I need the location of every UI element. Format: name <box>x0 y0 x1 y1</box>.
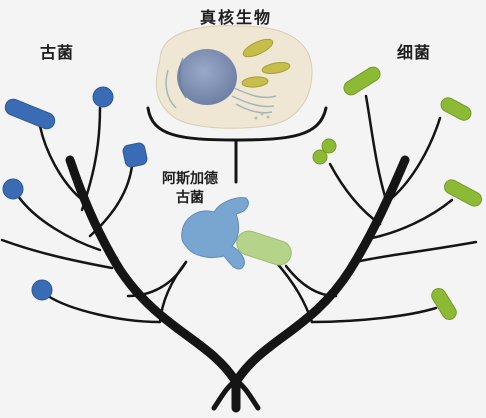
archaea-rod-cell <box>4 98 56 130</box>
bacteria-rod-cell <box>440 97 472 121</box>
mitochondrion <box>241 38 291 88</box>
archaea-cells <box>2 86 148 301</box>
archaea-coccus-cell <box>92 86 114 108</box>
asgard-label-line1: 阿斯加德 <box>162 171 218 187</box>
asgard-green-bacterium <box>236 230 292 266</box>
bacteria-coccus-cell <box>321 138 337 154</box>
vesicles <box>254 112 270 120</box>
tree-trunk <box>65 155 410 413</box>
bacteria-rod-cell <box>343 66 381 96</box>
archaea-coccus-cell <box>2 178 24 200</box>
archaea-label: 古菌 <box>40 43 75 62</box>
bacteria-label: 细菌 <box>397 43 432 62</box>
archaea-square-cell <box>122 142 148 168</box>
nucleus <box>177 49 237 105</box>
bacteria-cells <box>312 66 482 320</box>
archaea-branches <box>0 106 188 324</box>
bacteria-rod-cell <box>444 179 482 207</box>
archaea-coccus-cell <box>31 279 53 301</box>
asgard-archaeon <box>181 197 249 270</box>
asgard-archaea-label: 阿斯加德 古菌 <box>150 170 230 208</box>
bacteria-branches <box>274 94 478 324</box>
eukaryote-bracket <box>146 106 328 184</box>
bacteria-coccus-cell <box>312 149 328 165</box>
asgard-label-line2: 古菌 <box>176 190 204 206</box>
endoplasmic-reticulum <box>165 69 277 114</box>
bacteria-rod-cell <box>431 288 457 320</box>
eukaryote-cell <box>155 25 313 129</box>
eukarya-label: 真核生物 <box>200 8 273 27</box>
